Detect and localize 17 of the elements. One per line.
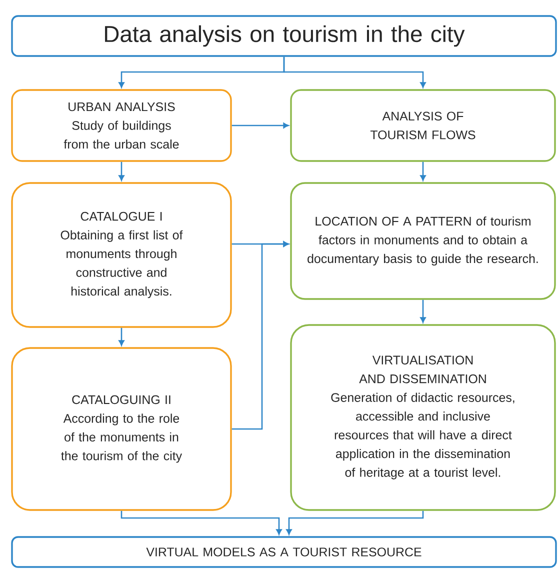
- result-box: VIRTUAL MODELS AS A TOURIST RESOURCE: [11, 536, 557, 568]
- arrow: [120, 510, 282, 535]
- process-box: CATALOGUE I Obtaining a first list of monuments through constructive and historical analysis.: [11, 182, 232, 328]
- process-box: CATALOGUING II According to the role of the monuments in the tourism of the city: [11, 347, 232, 511]
- title-box: Data analysis on tourism in the city: [11, 15, 557, 57]
- process-box: LOCATION OF A PATTERN of tourism factors in monuments and to obtain a documentary basis to guide the research.: [290, 182, 556, 300]
- arrow: [232, 122, 289, 128]
- arrow: [420, 162, 426, 181]
- arrow: [286, 510, 424, 535]
- arrow: [118, 328, 124, 346]
- arrow: [232, 241, 289, 430]
- process-box: VIRTUALISATION AND DISSEMINATION Generation of didactic resources, accessible and inclusive resources that will have a direct application in the dissemination of heritage at a tourist level.: [290, 324, 556, 511]
- process-box: URBAN ANALYSIS Study of buildings from the urban scale: [11, 89, 232, 162]
- arrow: [420, 300, 426, 323]
- arrow: [118, 162, 124, 181]
- arrow: [283, 56, 426, 88]
- process-box: ANALYSIS OF TOURISM FLOWS: [290, 89, 556, 162]
